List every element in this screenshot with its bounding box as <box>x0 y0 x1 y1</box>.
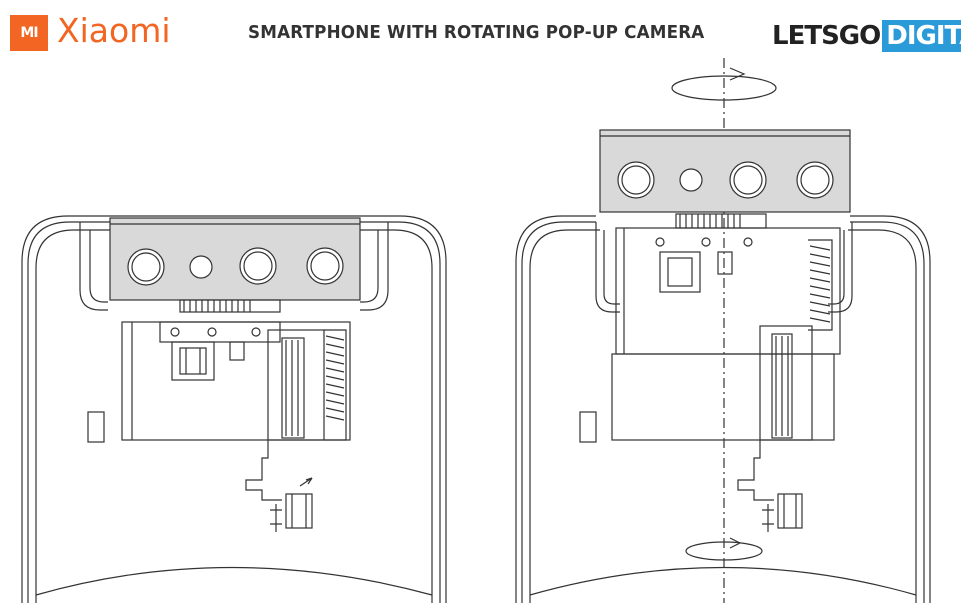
figure-extended <box>515 58 931 603</box>
phone-outline-left <box>21 215 447 603</box>
page-title: SMARTPHONE WITH ROTATING POP-UP CAMERA <box>248 22 705 43</box>
gear-strip-right <box>675 213 767 229</box>
lens-1-right <box>617 161 655 199</box>
flash-right <box>679 168 703 192</box>
header: MI Xiaomi SMARTPHONE WITH ROTATING POP-U… <box>0 0 961 60</box>
flash-left <box>189 255 213 279</box>
phone-outline-right <box>515 215 931 603</box>
lens-2-right <box>729 161 767 199</box>
xiaomi-brand-name: Xiaomi <box>57 11 171 50</box>
logo-text-left: LETSGO <box>772 21 881 51</box>
figure-retracted <box>21 215 447 603</box>
xiaomi-logo-mark: MI <box>10 15 48 51</box>
sensor-left <box>87 411 105 443</box>
lens-3-right <box>796 161 834 199</box>
lens-1-left <box>127 248 165 286</box>
lens-3-left <box>306 247 344 285</box>
gear-strip-left <box>179 299 281 313</box>
logo-text-right: DIGITAL <box>882 20 961 52</box>
lens-2-left <box>239 247 277 285</box>
sensor-right <box>579 411 597 443</box>
letsgodigital-logo: LETSGO DIGITAL <box>772 20 961 52</box>
rotation-arrow-bottom <box>685 541 763 561</box>
